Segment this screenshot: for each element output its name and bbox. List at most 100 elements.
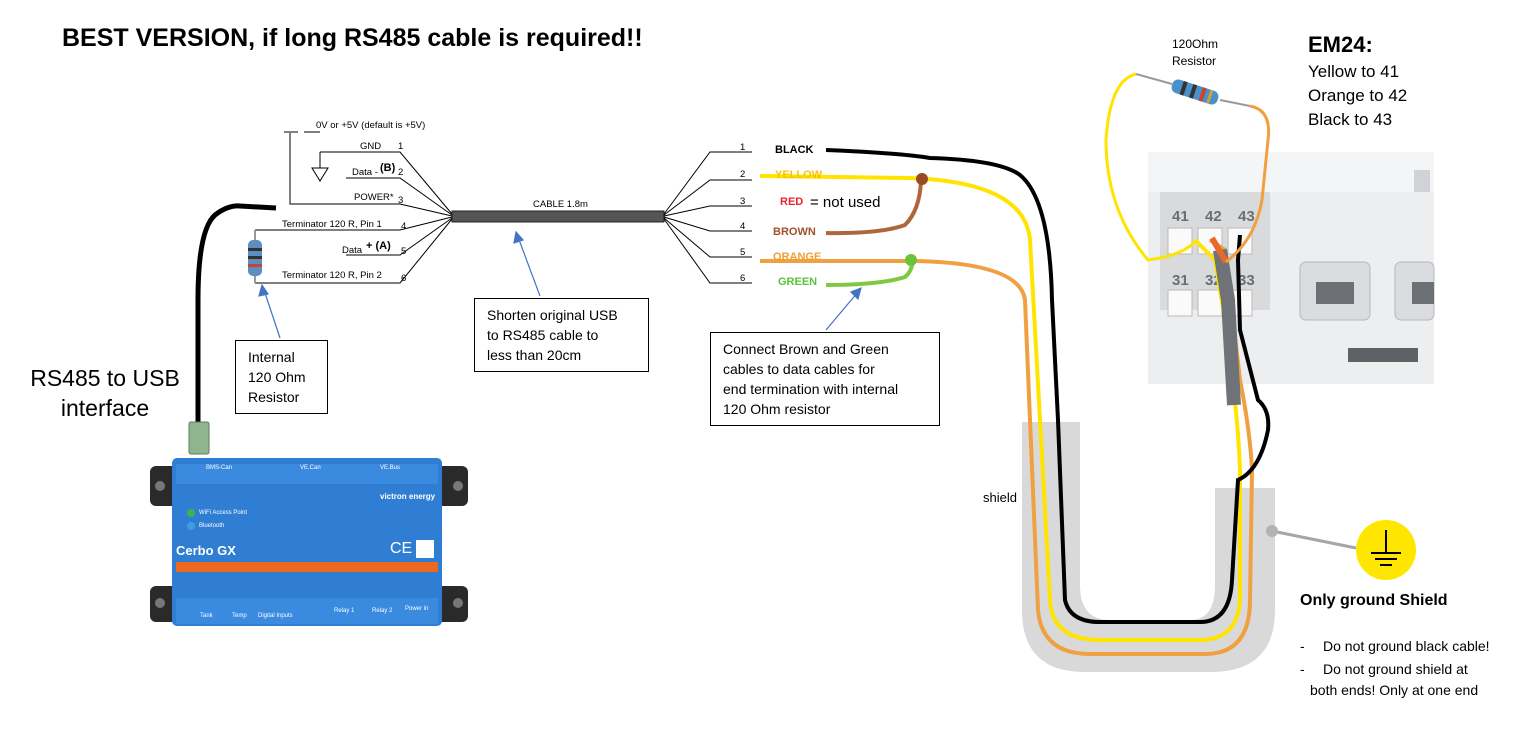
cerbo-label-vecan: VE.Can [300, 465, 321, 471]
power-jumper-header: 0V or +5V (default is +5V) [316, 120, 426, 131]
pin-label-data-minus: Data - [352, 167, 378, 178]
resistor-lead-right [1225, 104, 1271, 264]
cerbo-ce-mark: CE [390, 540, 413, 557]
brown-wire [825, 179, 923, 236]
em24-terminal-31: 31 [1172, 272, 1189, 289]
pin-label-data-plus-a: + (A) [366, 240, 391, 252]
callout-connect-line3: end termination with internal [723, 381, 899, 397]
cerbo-label-relay1: Relay 1 [334, 608, 355, 614]
usb-plug [188, 421, 210, 455]
em24-line-yellow: Yellow to 41 [1308, 62, 1400, 81]
resistor-lead-right-wire [1219, 99, 1251, 107]
em24-terminal-43: 43 [1238, 208, 1255, 225]
green-junction [905, 254, 917, 266]
callout-internal-resistor: Internal 120 Ohm Resistor [235, 340, 328, 414]
pin-num-4: 4 [401, 221, 407, 232]
em24-title: EM24: [1308, 32, 1373, 57]
black-wire [825, 148, 1271, 624]
ground-note-bullet-2: - [1300, 661, 1305, 677]
cerbo-name: Cerbo GX [176, 543, 236, 558]
callout-resistor-line2: 120 Ohm [248, 369, 306, 385]
yellow-wire [759, 174, 1243, 642]
arrow-resistor [263, 289, 281, 339]
cerbo-label-power: Power in [405, 606, 429, 612]
callout-shorten-cable: Shorten original USB to RS485 cable to l… [474, 298, 649, 372]
pin-label-terminator-1: Terminator 120 R, Pin 1 [282, 219, 382, 230]
connector-fan-left [255, 131, 453, 284]
pin-label-power: POWER* [354, 192, 394, 203]
resistor-top [1171, 79, 1219, 105]
em24-line-black: Black to 43 [1308, 110, 1393, 129]
pin-num-2: 2 [398, 167, 404, 178]
wire-red-note: = not used [810, 194, 881, 211]
connector-fan-right [663, 151, 752, 284]
resistor-lead-left [1104, 72, 1198, 262]
orange-wire [760, 238, 1255, 656]
orange-wire-end [1209, 236, 1229, 264]
wire-label-green: GREEN [778, 276, 818, 288]
wire-label-yellow: YELLOW [775, 169, 823, 181]
resistor-label-value: 120Ohm [1172, 37, 1219, 51]
wire-num-3: 3 [740, 196, 746, 207]
cerbo-label-tank: Tank [200, 613, 213, 619]
pin-label-data-minus-b: (B) [380, 162, 396, 174]
pin-num-3: 3 [398, 195, 404, 206]
cable-length-label: CABLE 1.8m [533, 199, 588, 210]
wire-label-black: BLACK [775, 144, 814, 156]
shield-label: shield [983, 490, 1017, 505]
arrow-shorten [517, 236, 541, 297]
callout-connect-termination: Connect Brown and Green cables to data c… [710, 332, 940, 426]
interface-label: RS485 to USB interface [26, 363, 184, 423]
pin-label-terminator-2: Terminator 120 R, Pin 2 [282, 270, 382, 281]
cerbo-label-wifi: WiFi Access Point [199, 510, 248, 516]
cerbo-label-digital: Digital Inputs [258, 613, 293, 619]
cable-bar [451, 210, 665, 223]
callout-shorten-line3: less than 20cm [487, 347, 582, 363]
pin-num-6: 6 [401, 273, 407, 284]
wire-label-brown: BROWN [773, 226, 816, 238]
cerbo-brand: victron energy [380, 492, 436, 501]
ground-note-bullet-1: - [1300, 638, 1305, 654]
resistor-label-word: Resistor [1172, 54, 1217, 68]
em24-device: 41 42 43 31 32 33 [1148, 152, 1435, 384]
cerbo-label-bluetooth: Bluetooth [199, 523, 225, 529]
resistor-label: 120Ohm Resistor [1172, 36, 1218, 70]
callout-shorten-line2: to RS485 cable to [487, 327, 599, 343]
resistor-lead-wire [1135, 73, 1173, 85]
wire-label-orange: ORANGE [773, 251, 822, 263]
shield-ground-point [1266, 525, 1278, 537]
brown-junction [916, 173, 928, 185]
ground-note-3: both ends! Only at one end [1310, 682, 1479, 698]
wire-num-2: 2 [740, 169, 746, 180]
callout-shorten-line1: Shorten original USB [487, 307, 618, 323]
wire-num-1: 1 [740, 142, 746, 153]
page-title: BEST VERSION, if long RS485 cable is req… [62, 24, 643, 52]
cerbo-label-relay2: Relay 2 [372, 608, 393, 614]
callout-resistor-line1: Internal [248, 349, 295, 365]
callout-connect-line4: 120 Ohm resistor [723, 401, 831, 417]
wire-label-red: RED [780, 196, 804, 208]
em24-line-orange: Orange to 42 [1308, 86, 1408, 105]
arrow-connect [825, 291, 859, 331]
cerbo-gx-device [150, 458, 468, 626]
usb-cable [195, 203, 277, 425]
pin-label-data-plus: Data [342, 245, 363, 256]
ground-title: Only ground Shield [1300, 592, 1448, 609]
shield-shape [1022, 422, 1275, 672]
wire-num-4: 4 [740, 221, 746, 232]
cerbo-label-vebus: VE.Bus [380, 465, 401, 471]
em24-terminal-41: 41 [1172, 208, 1189, 225]
pin-num-1: 1 [398, 141, 404, 152]
cerbo-label-temp: Temp [232, 613, 247, 619]
cerbo-label-bms: BMS-Can [206, 465, 233, 471]
interface-label-line1: RS485 to USB [30, 365, 180, 391]
callout-connect-line1: Connect Brown and Green [723, 341, 889, 357]
em24-terminal-33: 33 [1238, 272, 1255, 289]
callout-connect-line2: cables to data cables for [723, 361, 875, 377]
pin-num-5: 5 [401, 246, 407, 257]
wire-num-5: 5 [740, 247, 746, 258]
pin-label-gnd: GND [360, 141, 382, 152]
em24-terminal-42: 42 [1205, 208, 1222, 225]
ground-note-2: Do not ground shield at [1323, 661, 1468, 677]
